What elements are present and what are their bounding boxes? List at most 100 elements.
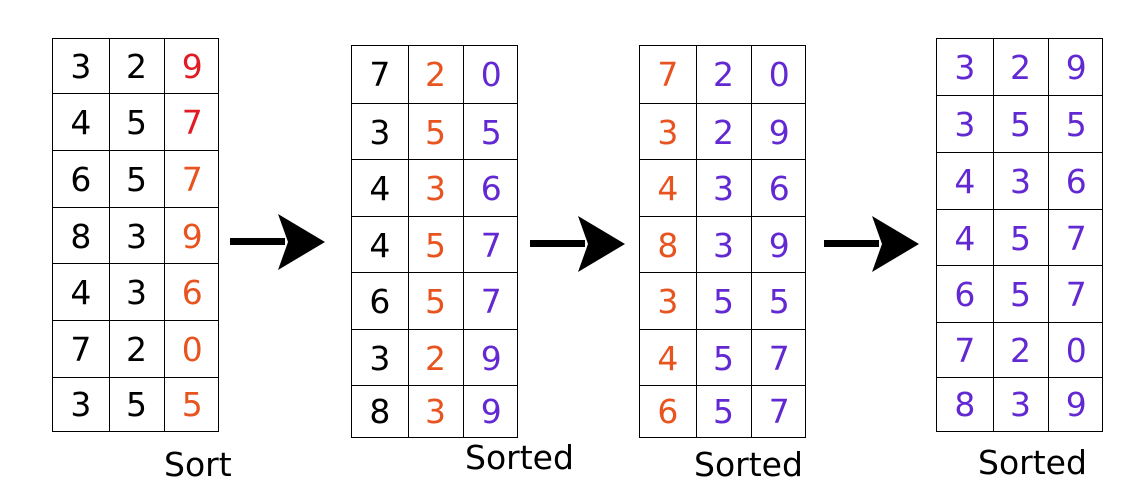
digit-cell: 5 xyxy=(1065,105,1087,144)
table-caption: Sorted xyxy=(694,445,803,484)
table-caption: Sort xyxy=(164,445,232,484)
digit-cell: 2 xyxy=(1010,47,1032,87)
digit-cell: 3 xyxy=(70,385,92,424)
digit-cell: 0 xyxy=(181,330,203,369)
digit-cell: 3 xyxy=(954,105,976,144)
digit-cell: 7 xyxy=(181,103,203,142)
digit-cell: 2 xyxy=(713,112,735,152)
table-caption: Sorted xyxy=(465,438,574,477)
digit-cell: 2 xyxy=(1010,331,1032,370)
digit-cell: 3 xyxy=(1010,162,1032,201)
digit-cell: 3 xyxy=(954,47,976,87)
digit-cell: 2 xyxy=(126,330,148,369)
digit-cell: 7 xyxy=(1065,275,1087,314)
digit-cell: 9 xyxy=(768,225,790,265)
digit-cell: 9 xyxy=(768,112,790,152)
digit-cell: 5 xyxy=(425,282,447,321)
digit-cell: 4 xyxy=(657,338,679,378)
digit-cell: 4 xyxy=(369,169,391,208)
column-divider xyxy=(407,46,409,437)
digit-cell: 3 xyxy=(126,273,148,312)
digit-cell: 2 xyxy=(126,46,148,86)
digit-cell: 5 xyxy=(713,338,735,378)
digit-cell: 7 xyxy=(480,225,502,265)
digit-cell: 4 xyxy=(954,162,976,201)
digit-cell: 3 xyxy=(369,112,391,152)
digit-cell: 5 xyxy=(713,392,735,431)
digit-cell: 7 xyxy=(369,55,391,94)
digit-cell: 6 xyxy=(480,169,502,208)
column-divider xyxy=(108,39,110,431)
digit-cell: 7 xyxy=(768,338,790,378)
digit-cell: 0 xyxy=(480,55,502,94)
table-caption: Sorted xyxy=(978,443,1087,482)
digit-cell: 2 xyxy=(425,55,447,94)
digit-cell: 8 xyxy=(954,385,976,424)
column-divider xyxy=(751,46,753,437)
right-arrow-icon xyxy=(530,216,625,276)
digit-cell: 2 xyxy=(425,338,447,378)
digit-cell: 3 xyxy=(369,338,391,378)
digit-cell: 7 xyxy=(657,55,679,94)
digit-cell: 7 xyxy=(954,331,976,370)
right-arrow-icon xyxy=(824,216,919,276)
digit-cell: 7 xyxy=(480,282,502,321)
digit-cell: 4 xyxy=(954,218,976,258)
digit-cell: 3 xyxy=(657,282,679,321)
digit-cell: 5 xyxy=(126,160,148,199)
digit-cell: 6 xyxy=(768,169,790,208)
digit-cell: 9 xyxy=(1065,47,1087,87)
digit-cell: 0 xyxy=(768,55,790,94)
digit-cell: 7 xyxy=(768,392,790,431)
digit-cell: 3 xyxy=(713,169,735,208)
digit-cell: 5 xyxy=(1010,105,1032,144)
digit-cell: 4 xyxy=(657,169,679,208)
digit-cell: 5 xyxy=(126,103,148,142)
digit-cell: 0 xyxy=(1065,331,1087,370)
digit-cell: 6 xyxy=(954,275,976,314)
digit-cell: 5 xyxy=(126,385,148,424)
right-arrow-icon xyxy=(230,214,325,274)
digit-cell: 5 xyxy=(480,112,502,152)
digit-cell: 9 xyxy=(181,216,203,256)
digit-cell: 6 xyxy=(657,392,679,431)
column-divider xyxy=(695,46,697,437)
digit-cell: 5 xyxy=(1010,275,1032,314)
digit-cell: 2 xyxy=(713,55,735,94)
digit-cell: 9 xyxy=(480,392,502,431)
digit-cell: 3 xyxy=(1010,385,1032,424)
digit-cell: 3 xyxy=(70,46,92,86)
digit-cell: 5 xyxy=(181,385,203,424)
digit-cell: 9 xyxy=(1065,385,1087,424)
digit-cell: 9 xyxy=(480,338,502,378)
digit-cell: 5 xyxy=(425,225,447,265)
digit-cell: 3 xyxy=(657,112,679,152)
digit-cell: 4 xyxy=(369,225,391,265)
digit-cell: 7 xyxy=(1065,218,1087,258)
digit-cell: 9 xyxy=(181,46,203,86)
digit-cell: 3 xyxy=(126,216,148,256)
digit-cell: 6 xyxy=(70,160,92,199)
